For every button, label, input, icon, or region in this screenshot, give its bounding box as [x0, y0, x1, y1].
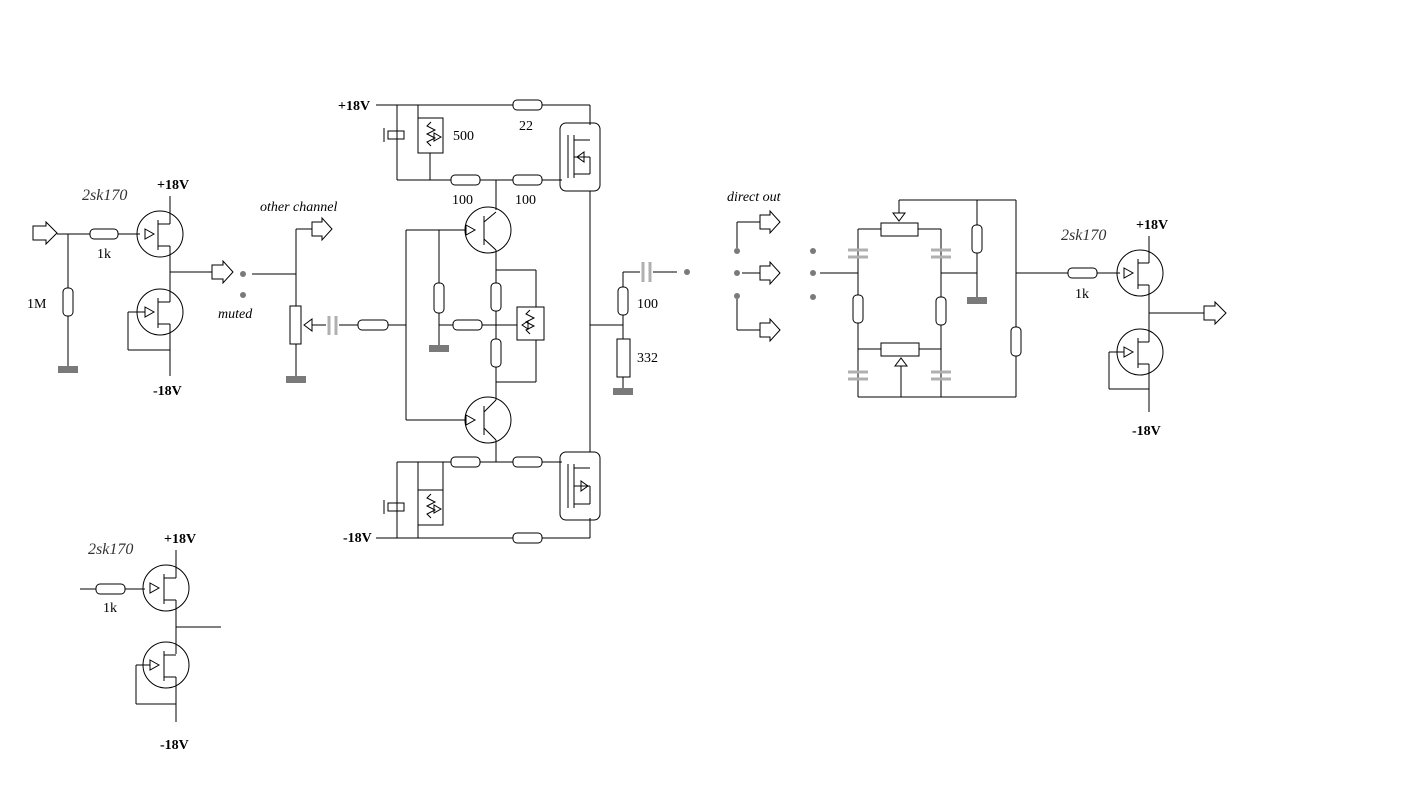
gate-resistor	[1067, 267, 1098, 279]
driver-transistor-lower	[464, 396, 512, 444]
bias-cap-top	[387, 130, 405, 140]
input-resistor-label: 1M	[27, 297, 47, 312]
power-amplifier: +18V -18V 500 22 100 100 100 332	[338, 99, 690, 546]
gate-resistor	[89, 228, 119, 240]
output-resistor-label: 100	[637, 297, 658, 312]
resistor-100-label: 100	[515, 193, 536, 208]
mute-label: muted	[218, 307, 253, 322]
gate-resistor-label: 1k	[97, 247, 111, 262]
output-buffer-stage: 2sk170 +18V -18V 1k	[1061, 218, 1227, 439]
resistor-100-label: 100	[452, 193, 473, 208]
jfet-upper	[142, 564, 190, 612]
output-arrow	[1203, 300, 1227, 326]
gate-resistor-label: 1k	[1075, 287, 1089, 302]
ground-symbol	[58, 366, 78, 373]
volume-pot	[289, 305, 302, 345]
supply-minus-label: -18V	[1132, 424, 1161, 439]
supply-plus-label: +18V	[157, 178, 189, 193]
output-arrow	[211, 259, 234, 285]
mute-switch-and-volume: muted other channel	[218, 200, 406, 383]
supply-minus-label: -18V	[160, 738, 189, 753]
bass-pot	[880, 342, 920, 357]
tone-control-network	[820, 199, 1068, 398]
input-buffer-stage: 2sk170 +18V -18V 1k 1M	[27, 178, 234, 399]
input-arrow	[32, 220, 58, 246]
spare-buffer-stage: 2sk170 +18V -18V 1k	[80, 532, 221, 753]
supply-plus-label: +18V	[1136, 218, 1168, 233]
supply-plus-label: +18V	[338, 99, 370, 114]
jfet-upper	[1116, 249, 1164, 297]
output-resistor-label: 332	[637, 351, 658, 366]
jfet-upper	[136, 210, 184, 258]
part-label: 2sk170	[82, 187, 127, 204]
driver-transistor-upper	[464, 206, 512, 254]
thermistor	[516, 306, 545, 341]
other-channel-label: other channel	[260, 200, 337, 215]
resistor-22-label: 22	[519, 119, 533, 134]
supply-minus-label: -18V	[343, 531, 372, 546]
supply-plus-label: +18V	[164, 532, 196, 547]
mosfet-lower	[559, 451, 601, 521]
gate-resistor-label: 1k	[103, 601, 117, 616]
output-selector: direct out	[727, 190, 816, 343]
treble-pot	[880, 222, 919, 237]
other-channel-arrow	[311, 216, 333, 242]
supply-minus-label: -18V	[153, 384, 182, 399]
trim-value-label: 500	[453, 129, 474, 144]
input-resistor	[62, 287, 74, 317]
gate-resistor	[95, 583, 126, 595]
direct-out-label: direct out	[727, 190, 782, 205]
part-label: 2sk170	[88, 541, 133, 558]
part-label: 2sk170	[1061, 227, 1106, 244]
bias-cap-bottom	[387, 502, 405, 512]
mosfet-upper	[559, 122, 601, 192]
